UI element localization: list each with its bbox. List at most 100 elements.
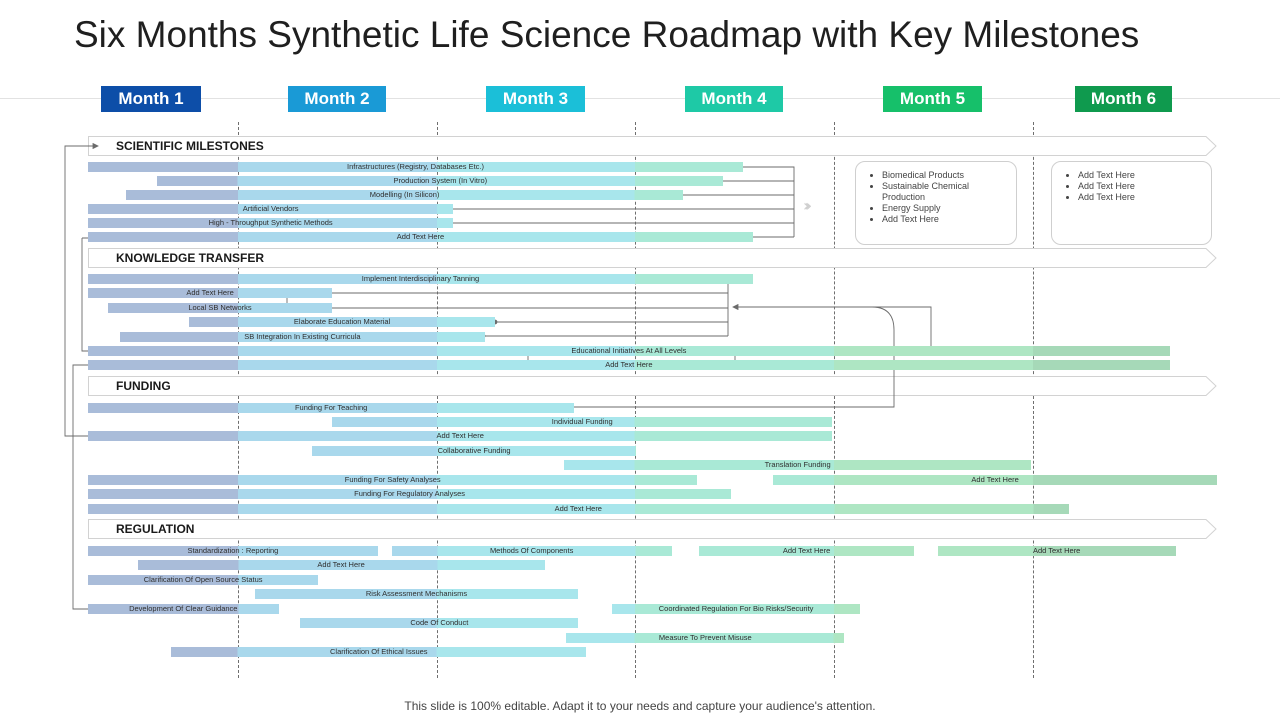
roadmap-bar [88,346,1170,356]
roadmap-bar-label: Add Text Here [782,546,831,555]
roadmap-bar [88,489,732,499]
roadmap-bar [125,190,684,200]
roadmap-bar [88,504,1069,514]
roadmap-bar [88,288,333,298]
roadmap-bar [157,176,724,186]
roadmap-bar-label: Clarification Of Ethical Issues [330,647,428,656]
roadmap-bar-label: Production System (In Vitro) [393,176,488,185]
roadmap-bar [300,618,579,628]
roadmap-bar-label: SB Integration In Existing Curricula [244,332,361,341]
roadmap-bar-label: Educational Initiatives At All Levels [571,346,687,355]
roadmap-bar [119,332,485,342]
month-header-2: Month 2 [288,86,386,112]
roadmap-bar [88,403,575,413]
roadmap-bar [88,575,319,585]
roadmap-bar [171,647,587,657]
chevron-arrows-icon: ››› [803,196,812,215]
roadmap-bar-label: Implement Interdisciplinary Tanning [361,274,480,283]
roadmap-bar [88,162,744,172]
month-divider-2 [437,122,438,678]
roadmap-bar-label: Add Text Here [971,475,1019,484]
roadmap-bar [612,604,861,614]
milestone-item: Add Text Here [882,214,1008,225]
roadmap-bar [189,317,495,327]
roadmap-bar [88,360,1170,370]
roadmap-bar-label: Coordinated Regulation For Bio Risks/Sec… [658,604,814,613]
month-divider-1 [238,122,239,678]
roadmap-bar [391,546,672,556]
roadmap-bar-label: Modelling (In Silicon) [369,190,440,199]
roadmap-bar-label: Add Text Here [605,360,653,369]
roadmap-bar [937,546,1176,556]
month-header-6: Month 6 [1075,86,1172,112]
connector-left-regulation [72,364,101,613]
roadmap-bar-label: Development Of Clear Guidance [129,604,238,613]
roadmap-bar [107,303,333,313]
roadmap-bar [332,417,833,427]
roadmap-bar-label: Funding For Safety Analyses [344,475,441,484]
roadmap-bar-label: Collaborative Funding [437,446,511,455]
month-header-1: Month 1 [101,86,201,112]
roadmap-bar-label: Translation Funding [764,460,831,469]
section-arrow-shape [88,519,1217,539]
roadmap-bar-label: Funding For Teaching [294,403,368,412]
roadmap-bar-label: Artificial Vendors [242,204,299,213]
roadmap-bar-label: Funding For Regulatory Analyses [354,489,466,498]
roadmap-bar [699,546,914,556]
title-divider [0,98,1280,99]
roadmap-bar [88,274,753,284]
roadmap-bar-label: Local SB Networks [188,303,252,312]
milestone-item: Add Text Here [1078,170,1203,181]
roadmap-bar-label: Individual Funding [551,417,613,426]
roadmap-bar-label: Add Text Here [436,431,484,440]
section-header-regulation: REGULATION [88,519,1218,539]
roadmap-bar-label: Add Text Here [554,504,602,513]
roadmap-bar [254,589,579,599]
roadmap-bar [566,633,845,643]
roadmap-bar [88,431,833,441]
milestone-item: Sustainable Chemical Production [882,181,1008,203]
roadmap-bar [312,446,636,456]
roadmap-bar-label: Risk Assessment Mechanisms [365,589,468,598]
roadmap-bar-label: Infrastructures (Registry, Databases Etc… [347,162,485,171]
connector-tanning [694,278,729,336]
roadmap-bar-label: Standardization : Reporting [187,546,279,555]
milestone-item: Biomedical Products [882,170,1008,181]
section-header-knowledge-transfer: KNOWLEDGE TRANSFER [88,248,1218,268]
milestone-box-month-5: Biomedical ProductsSustainable Chemical … [855,161,1017,245]
roadmap-bar [772,475,1218,485]
milestone-item: Energy Supply [882,203,1008,214]
roadmap-bar [88,204,454,214]
roadmap-bar-label: Add Text Here [396,232,445,241]
roadmap-bar [137,560,545,570]
roadmap-bar-label: Methods Of Components [489,546,574,555]
month-header-4: Month 4 [685,86,783,112]
month-divider-4 [834,122,835,678]
month-header-3: Month 3 [486,86,585,112]
footer-note: This slide is 100% editable. Adapt it to… [404,699,876,713]
section-label: FUNDING [116,379,171,393]
roadmap-bar-label: High - Throughput Synthetic Methods [208,218,333,227]
roadmap-bar-label: Add Text Here [317,560,365,569]
month-header-5: Month 5 [883,86,982,112]
section-header-scientific-milestones: SCIENTIFIC MILESTONES [88,136,1218,156]
roadmap-bar [564,460,1031,470]
month-divider-3 [635,122,636,678]
roadmap-bar [88,218,454,228]
milestone-item: Add Text Here [1078,192,1203,203]
section-arrow-shape [88,376,1217,396]
roadmap-bar-label: Measure To Prevent Misuse [658,633,752,642]
roadmap-bar-label: Code Of Conduct [410,618,469,627]
page-title: Six Months Synthetic Life Science Roadma… [74,14,1140,55]
roadmap-bar-label: Add Text Here [1032,546,1081,555]
roadmap-bar [88,475,698,485]
roadmap-bar [88,232,753,242]
roadmap-bar [88,546,378,556]
roadmap-bar-label: Add Text Here [186,288,234,297]
milestone-item: Add Text Here [1078,181,1203,192]
roadmap-bar-label: Elaborate Education Material [293,317,391,326]
section-label: KNOWLEDGE TRANSFER [116,251,264,265]
section-header-funding: FUNDING [88,376,1218,396]
